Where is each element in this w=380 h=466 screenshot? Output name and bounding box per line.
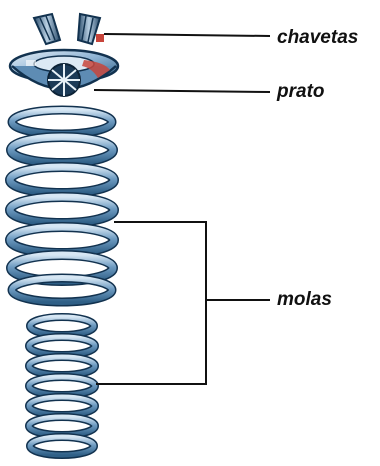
chavetas-leader bbox=[104, 34, 270, 36]
label-prato: prato bbox=[277, 82, 325, 101]
leader-lines bbox=[94, 34, 270, 384]
label-chavetas: chavetas bbox=[277, 28, 358, 47]
prato-leader bbox=[94, 90, 270, 92]
chavetas-keepers bbox=[34, 14, 104, 44]
large-spring bbox=[10, 110, 114, 302]
small-spring bbox=[29, 317, 95, 455]
label-molas: molas bbox=[277, 290, 332, 309]
